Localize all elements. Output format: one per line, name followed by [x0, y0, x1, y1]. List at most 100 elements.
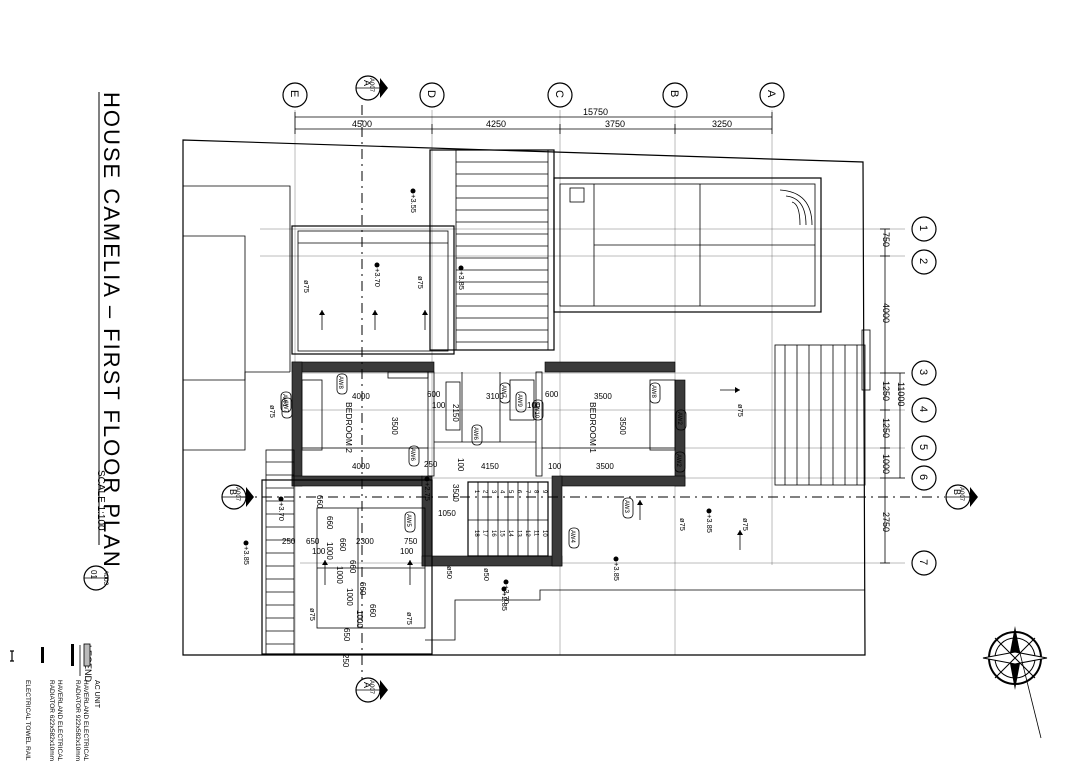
level-mark: +3.70 [373, 262, 382, 287]
interior-dimension: 750 [404, 537, 418, 546]
interior-dimension: 660 [348, 560, 357, 574]
room-bedroom-2: BEDROOM 2 [344, 402, 354, 453]
dim-row-2-3: 4000 [881, 303, 891, 323]
drawing-ref-number: 01 [89, 570, 98, 579]
rear-terrace [261, 479, 865, 655]
ac-tag-label: AW1 [281, 394, 287, 407]
grid-label-row: 4 [917, 406, 929, 412]
drawing-scale: SCALE 1:100 [95, 470, 106, 531]
stair-step-number: 15 [499, 530, 505, 537]
section-marker-letter: A [362, 682, 372, 688]
stair-step-number: 6 [516, 490, 522, 494]
grid-bubble-col-a: A [759, 82, 785, 108]
dim-row-4-5: 1250 [881, 418, 891, 438]
stair-step-number: 16 [490, 530, 496, 537]
grid-label-row: 2 [917, 258, 929, 264]
level-mark: +3.70 [277, 496, 286, 521]
stair-step-number: 9 [541, 490, 547, 494]
level-mark-text: +2.75 [423, 482, 432, 501]
ac-unit-symbol [83, 643, 91, 667]
interior-dimension: 100 [456, 458, 465, 472]
legend-radiator-small-label-1: HAVERLAND ELECTRICAL [56, 680, 63, 762]
interior-dimension: 3500 [390, 417, 399, 435]
ac-tag: AW2 [674, 451, 686, 473]
drain-mark: ø75 [678, 518, 687, 531]
ac-tag-label: AW5 [405, 514, 411, 527]
ac-tag: AW7 [281, 397, 293, 419]
ac-tag: AW4 [568, 527, 580, 549]
interior-dimension: 3500 [596, 462, 614, 471]
interior-dimension: 100 [400, 547, 414, 556]
ac-tag-label: AW10 [533, 402, 539, 419]
grid-label-col: A [765, 90, 777, 98]
interior-dimension: 3100 [486, 392, 504, 401]
interior-dimension: 650 [306, 537, 320, 546]
dim-b-a: 3250 [712, 119, 732, 129]
ac-tag: AW10 [532, 399, 544, 421]
interior-dimension: 1000 [345, 588, 354, 606]
grid-bubble-col-e: E [282, 82, 308, 108]
level-mark-text: +3.85 [457, 271, 466, 290]
ac-tag: AW6 [471, 424, 483, 446]
ac-tag: AW1 [280, 391, 292, 413]
ac-tag: AW6 [408, 445, 420, 467]
interior-dimension: 2150 [451, 404, 460, 422]
level-mark-text: +3.70 [502, 585, 511, 604]
legend-ac-unit-label: AC UNIT [93, 680, 100, 709]
drain-mark: ø75 [405, 612, 414, 625]
ac-tag-label: AW8 [337, 376, 343, 389]
ac-tag: AW7 [499, 382, 511, 404]
ac-tag: AW9 [515, 391, 527, 413]
drain-mark: ø50 [445, 566, 454, 579]
ac-tag-label: AW4 [569, 530, 575, 543]
dim-row-3-6: 11000 [896, 382, 906, 406]
section-marker-sheet: A007 [958, 487, 964, 502]
room-labels: BEDROOM 2 BEDROOM 1 [344, 402, 598, 453]
drain-mark: ø75 [741, 518, 750, 531]
fall-arrows [319, 310, 743, 585]
north-arrow [982, 626, 1048, 739]
drain-mark: ø75 [416, 276, 425, 289]
room-bedroom-1: BEDROOM 1 [588, 402, 598, 453]
level-mark-text: +3.85 [612, 562, 621, 581]
right-steps [774, 329, 871, 486]
interior-dimension: 1000 [355, 610, 364, 628]
stair-step-number: 3 [490, 490, 496, 494]
towel-rail-symbol [10, 650, 14, 662]
grid-label-row: 1 [917, 225, 929, 231]
stair-step-number: 5 [507, 490, 513, 494]
section-lines [240, 105, 945, 680]
drawing-reference-tag: 01 A003 [83, 565, 109, 591]
ac-tag-label: AW8 [650, 385, 656, 398]
interior-dimension: 100 [527, 401, 541, 410]
legend-towel-rail: ELECTRICAL TOWEL RAIL [10, 650, 31, 761]
stair-step-number: 8 [533, 490, 539, 494]
ac-tag-label: AW7 [282, 400, 288, 413]
ac-tag-label: AW2 [675, 454, 681, 467]
interior-dimension: 100 [432, 401, 446, 410]
level-mark-text: +3.85 [705, 514, 714, 533]
grid-label-col: B [668, 90, 680, 97]
section-marker-letter: A [362, 80, 372, 86]
radiator-small-symbol [41, 647, 44, 663]
legend-radiator-large-label-2: RADIATOR 922x582x10mm [74, 680, 81, 761]
drain-mark: ø75 [308, 608, 317, 621]
dim-e-d: 4500 [352, 119, 372, 129]
stair-step-number: 10 [541, 530, 547, 537]
level-mark-text: +3.85 [242, 546, 251, 565]
ac-tag: AW2 [675, 409, 687, 431]
building-walls [291, 361, 686, 567]
pool [553, 177, 822, 313]
interior-dimension: 1050 [438, 509, 456, 518]
stair-step-number: 18 [473, 530, 479, 537]
section-marker-sheet: A007 [368, 78, 374, 93]
legend-ac-unit: AC UNIT [83, 643, 100, 709]
interior-dimension: 660 [315, 495, 324, 509]
level-mark-text: +3.70 [277, 502, 286, 521]
stair-step-number: 11 [533, 530, 539, 537]
